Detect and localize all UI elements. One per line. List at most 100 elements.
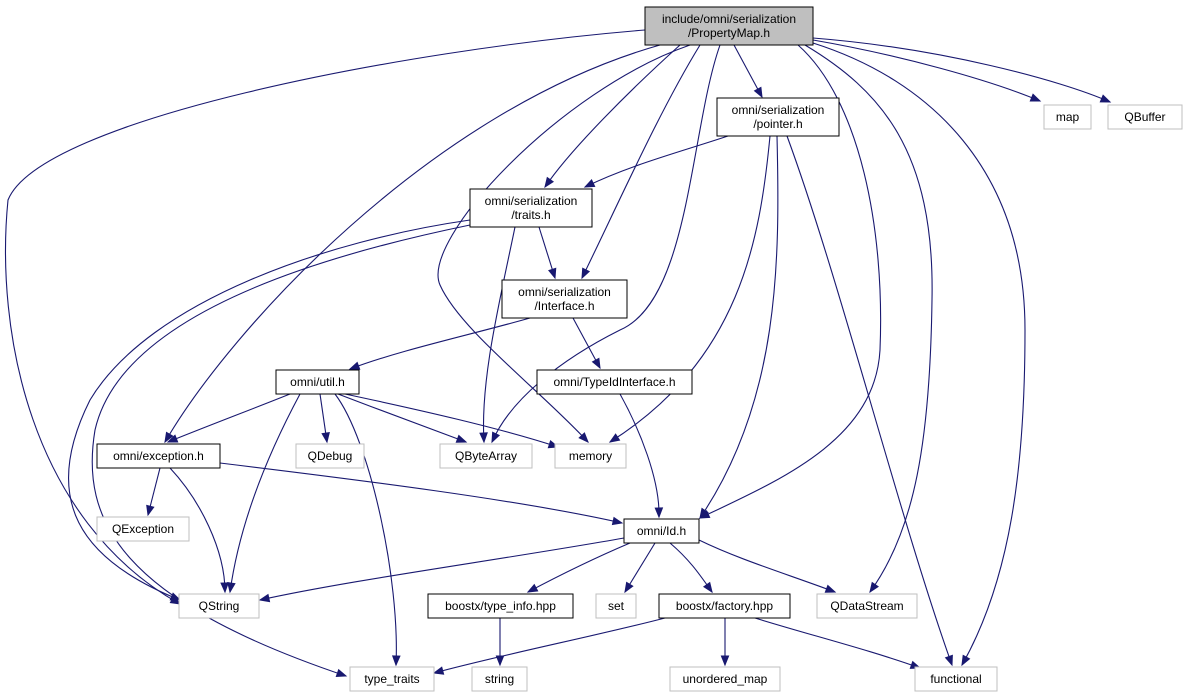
node-box xyxy=(536,369,693,395)
node-qbytearray[interactable]: QByteArray xyxy=(439,443,533,469)
edge-line xyxy=(699,44,882,519)
node-root[interactable]: include/omni/serialization/PropertyMap.h xyxy=(644,6,814,46)
node-typetraits[interactable]: type_traits xyxy=(349,666,435,692)
node-box xyxy=(595,593,637,619)
node-label: boostx/factory.hpp xyxy=(676,599,773,613)
node-label: /Interface.h xyxy=(534,299,594,313)
node-box xyxy=(554,443,627,469)
arrowhead-icon xyxy=(166,434,179,443)
edge-root-interface xyxy=(581,44,701,280)
node-traits[interactable]: omni/serialization/traits.h xyxy=(469,188,593,228)
arrowhead-icon xyxy=(961,654,971,667)
edge-typeinfo-string xyxy=(495,618,505,667)
node-label: map xyxy=(1056,110,1080,124)
edge-util-memory xyxy=(344,393,560,449)
edge-line xyxy=(437,44,691,443)
arrowhead-icon xyxy=(1099,94,1112,103)
node-exception[interactable]: omni/exception.h xyxy=(96,443,221,469)
edge-line xyxy=(482,226,516,443)
node-typeidinterface[interactable]: omni/TypeIdInterface.h xyxy=(536,369,693,395)
node-box xyxy=(275,369,360,395)
arrowhead-icon xyxy=(581,267,591,280)
node-label: omni/serialization xyxy=(518,285,611,299)
node-label: omni/exception.h xyxy=(113,449,204,463)
node-qbuffer[interactable]: QBuffer xyxy=(1107,104,1183,130)
node-pointer[interactable]: omni/serialization/pointer.h xyxy=(716,97,840,137)
edge-pointer-id xyxy=(699,135,779,520)
node-label: omni/serialization xyxy=(732,103,825,117)
node-box xyxy=(914,666,998,692)
node-id[interactable]: omni/Id.h xyxy=(623,518,700,544)
node-unorderedmap[interactable]: unordered_map xyxy=(669,666,781,692)
edge-line xyxy=(491,44,721,443)
edge-line xyxy=(67,219,471,601)
edge-line xyxy=(754,617,921,669)
node-qdatastream[interactable]: QDataStream xyxy=(816,593,918,619)
edge-id-set xyxy=(624,542,656,594)
edge-util-qstring xyxy=(227,393,301,594)
node-label: include/omni/serialization xyxy=(662,12,796,26)
edge-root-qbytearray xyxy=(491,44,721,444)
edge-line xyxy=(344,393,559,448)
edge-line xyxy=(786,135,953,666)
node-memory[interactable]: memory xyxy=(554,443,627,469)
edge-pointer-memory xyxy=(608,135,771,443)
edge-factory-functional xyxy=(754,617,922,669)
node-label: omni/util.h xyxy=(290,375,345,389)
node-box xyxy=(644,6,814,46)
arrowhead-icon xyxy=(348,361,361,370)
node-string[interactable]: string xyxy=(471,666,528,692)
node-factory[interactable]: boostx/factory.hpp xyxy=(658,593,791,619)
node-qdebug[interactable]: QDebug xyxy=(295,443,365,469)
edge-id-qdatastream xyxy=(698,539,837,593)
node-label: unordered_map xyxy=(683,672,768,686)
edge-util-qbytearray xyxy=(337,393,468,443)
node-box xyxy=(349,666,435,692)
edge-traits-qstring xyxy=(67,219,471,601)
edge-line xyxy=(812,37,1111,103)
node-set[interactable]: set xyxy=(595,593,637,619)
arrowhead-icon xyxy=(699,507,709,520)
node-map[interactable]: map xyxy=(1043,104,1092,130)
arrowhead-icon xyxy=(491,431,501,444)
edge-util-typetraits xyxy=(334,393,401,667)
edge-id-qstring xyxy=(258,537,625,603)
edge-exception-id xyxy=(219,462,624,526)
arrowhead-icon xyxy=(608,433,621,443)
node-qstring[interactable]: QString xyxy=(178,593,260,619)
arrowhead-icon xyxy=(146,504,155,517)
node-box xyxy=(1043,104,1092,130)
node-util[interactable]: omni/util.h xyxy=(275,369,360,395)
edge-line xyxy=(337,393,467,443)
node-box xyxy=(96,443,221,469)
edge-typeidinterface-id xyxy=(619,393,664,519)
node-label: /pointer.h xyxy=(753,117,802,131)
node-interface[interactable]: omni/serialization/Interface.h xyxy=(501,279,628,319)
edge-line xyxy=(609,135,771,443)
node-box xyxy=(816,593,918,619)
arrowhead-icon xyxy=(391,655,401,667)
node-label: QException xyxy=(112,522,174,536)
edge-util-exception xyxy=(166,393,291,443)
node-typeinfo[interactable]: boostx/type_info.hpp xyxy=(427,593,574,619)
edge-id-factory xyxy=(669,542,713,594)
node-qexception[interactable]: QException xyxy=(96,516,190,542)
arrowhead-icon xyxy=(1029,93,1042,102)
node-box xyxy=(501,279,628,319)
edge-interface-typeidinterface xyxy=(572,317,601,370)
edge-line xyxy=(669,542,713,593)
arrowhead-icon xyxy=(944,654,953,667)
arrowhead-icon xyxy=(164,431,174,444)
node-label: boostx/type_info.hpp xyxy=(445,599,556,613)
edge-line xyxy=(334,393,397,666)
edge-line xyxy=(733,44,763,98)
edge-root-memory xyxy=(437,44,691,443)
node-label: /traits.h xyxy=(511,208,550,222)
arrowhead-icon xyxy=(544,176,555,189)
edge-root-qdatastream xyxy=(804,44,933,594)
arrowhead-icon xyxy=(583,179,596,188)
edge-exception-qexception xyxy=(146,467,161,517)
node-functional[interactable]: functional xyxy=(914,666,998,692)
node-box xyxy=(471,666,528,692)
edge-line xyxy=(4,29,646,605)
